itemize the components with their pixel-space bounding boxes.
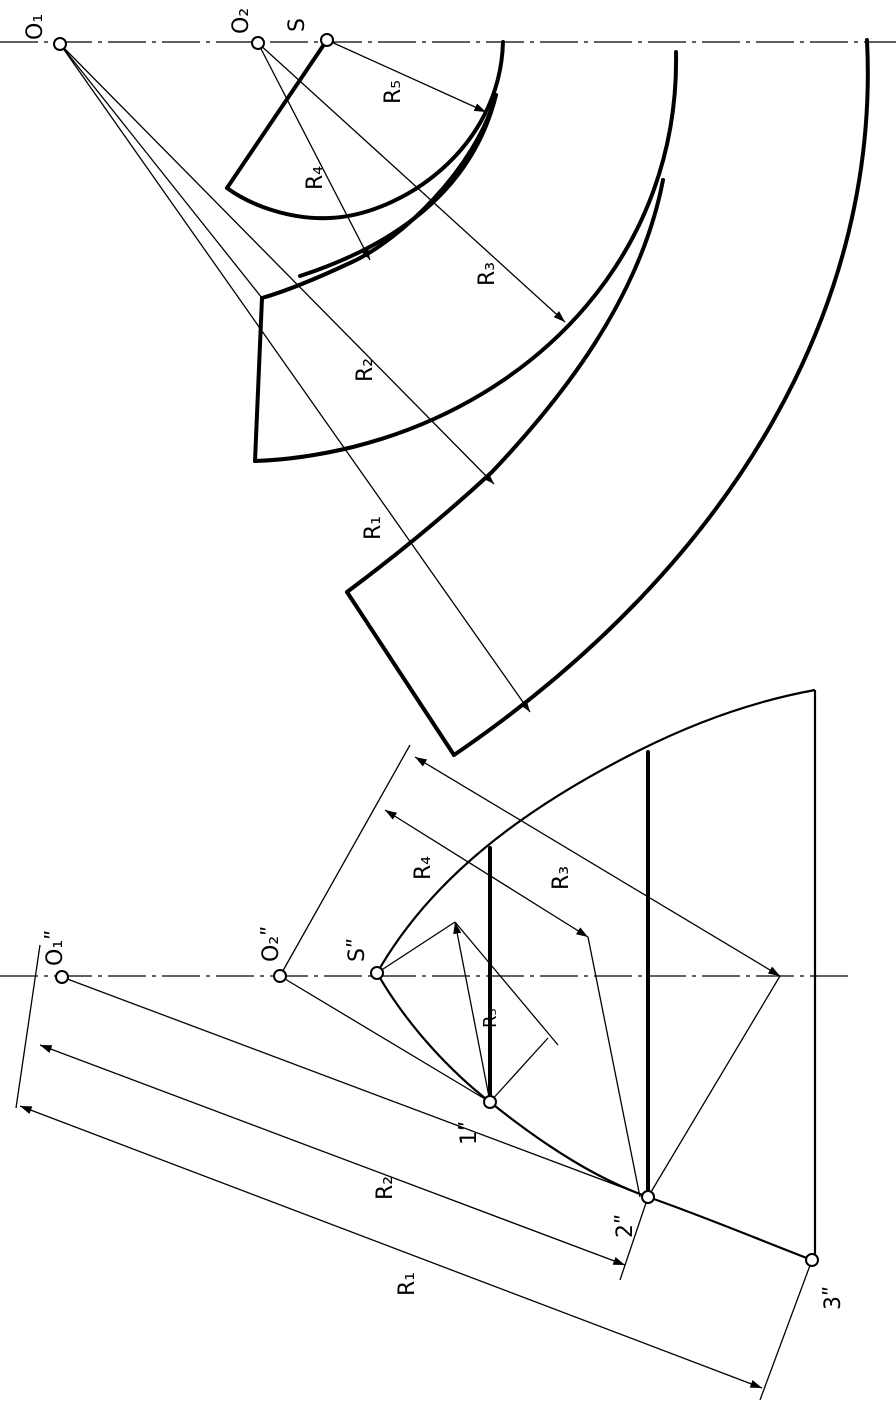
- point-o2pp: [273, 969, 287, 983]
- construction-line: [59, 43, 495, 485]
- middle-band-arc: [345, 178, 665, 594]
- dimension-r3: [414, 756, 781, 977]
- label-o1: O₁: [23, 14, 48, 40]
- projection-view: O₁ʺ O₂ʺ Sʺ 1ʺ 2ʺ 3ʺ R₄ R₃ R₅ R₂ R₁: [0, 688, 850, 1401]
- label-o2pp: O₂ʺ: [259, 926, 284, 962]
- band-edge: [253, 296, 264, 463]
- dimension-extension: [279, 744, 411, 977]
- dimension-r4: [384, 809, 589, 938]
- label-r4-top: R₄: [303, 166, 328, 190]
- label-r3-bottom: R₃: [549, 866, 574, 890]
- middle-band-arc: [253, 50, 679, 463]
- point-spp: [370, 966, 384, 980]
- label-spp: Sʺ: [345, 938, 370, 962]
- construction-line: [279, 975, 491, 1103]
- outer-band-arc: [452, 38, 870, 757]
- label-r5-bottom: R₅: [480, 1008, 501, 1028]
- dimension-extension: [647, 975, 781, 1198]
- dimension-r1: [19, 1105, 763, 1389]
- inner-band-arc: [225, 40, 505, 221]
- dimension-extension: [759, 1259, 813, 1401]
- construction-line: [454, 921, 559, 1046]
- dimension-extension: [15, 944, 41, 1109]
- dimension-extension: [587, 936, 641, 1198]
- inner-band-arc: [298, 93, 498, 278]
- label-r1-bottom: R₁: [395, 1272, 420, 1296]
- label-r3-top: R₃: [475, 262, 500, 286]
- point-s: [320, 33, 334, 47]
- development-view: O₁ O₂ S R₅ R₄ R₃ R₂ R₁: [0, 8, 896, 757]
- outline-curve: [376, 972, 813, 1262]
- point-3pp: [805, 1253, 819, 1267]
- band-edge: [225, 38, 329, 190]
- construction-line: [59, 43, 263, 299]
- label-3pp: 3ʺ: [821, 1286, 846, 1310]
- point-o2: [251, 36, 265, 50]
- dimension-r5: [453, 921, 491, 1103]
- label-1pp: 1ʺ: [457, 1121, 482, 1145]
- label-s: S: [285, 18, 310, 32]
- construction-line: [257, 42, 371, 261]
- label-r5-top: R₅: [381, 80, 406, 104]
- middle-band-arc: [260, 93, 498, 300]
- construction-line: [59, 43, 531, 713]
- point-o1pp: [55, 970, 69, 984]
- construction-line: [326, 39, 487, 113]
- construction-line: [376, 921, 456, 974]
- label-o1pp: O₁ʺ: [43, 930, 68, 966]
- label-o2: O₂: [229, 8, 254, 34]
- label-r2-bottom: R₂: [373, 1176, 398, 1200]
- construction-line: [257, 42, 566, 323]
- point-2pp: [641, 1190, 655, 1204]
- label-r4-bottom: R₄: [411, 856, 436, 880]
- point-o1: [53, 37, 67, 51]
- label-2pp: 2ʺ: [613, 1214, 638, 1238]
- point-1pp: [483, 1095, 497, 1109]
- band-edge: [345, 590, 456, 757]
- label-r1-top: R₁: [361, 516, 386, 540]
- construction-line: [489, 1037, 549, 1103]
- label-r2-top: R₂: [353, 358, 378, 382]
